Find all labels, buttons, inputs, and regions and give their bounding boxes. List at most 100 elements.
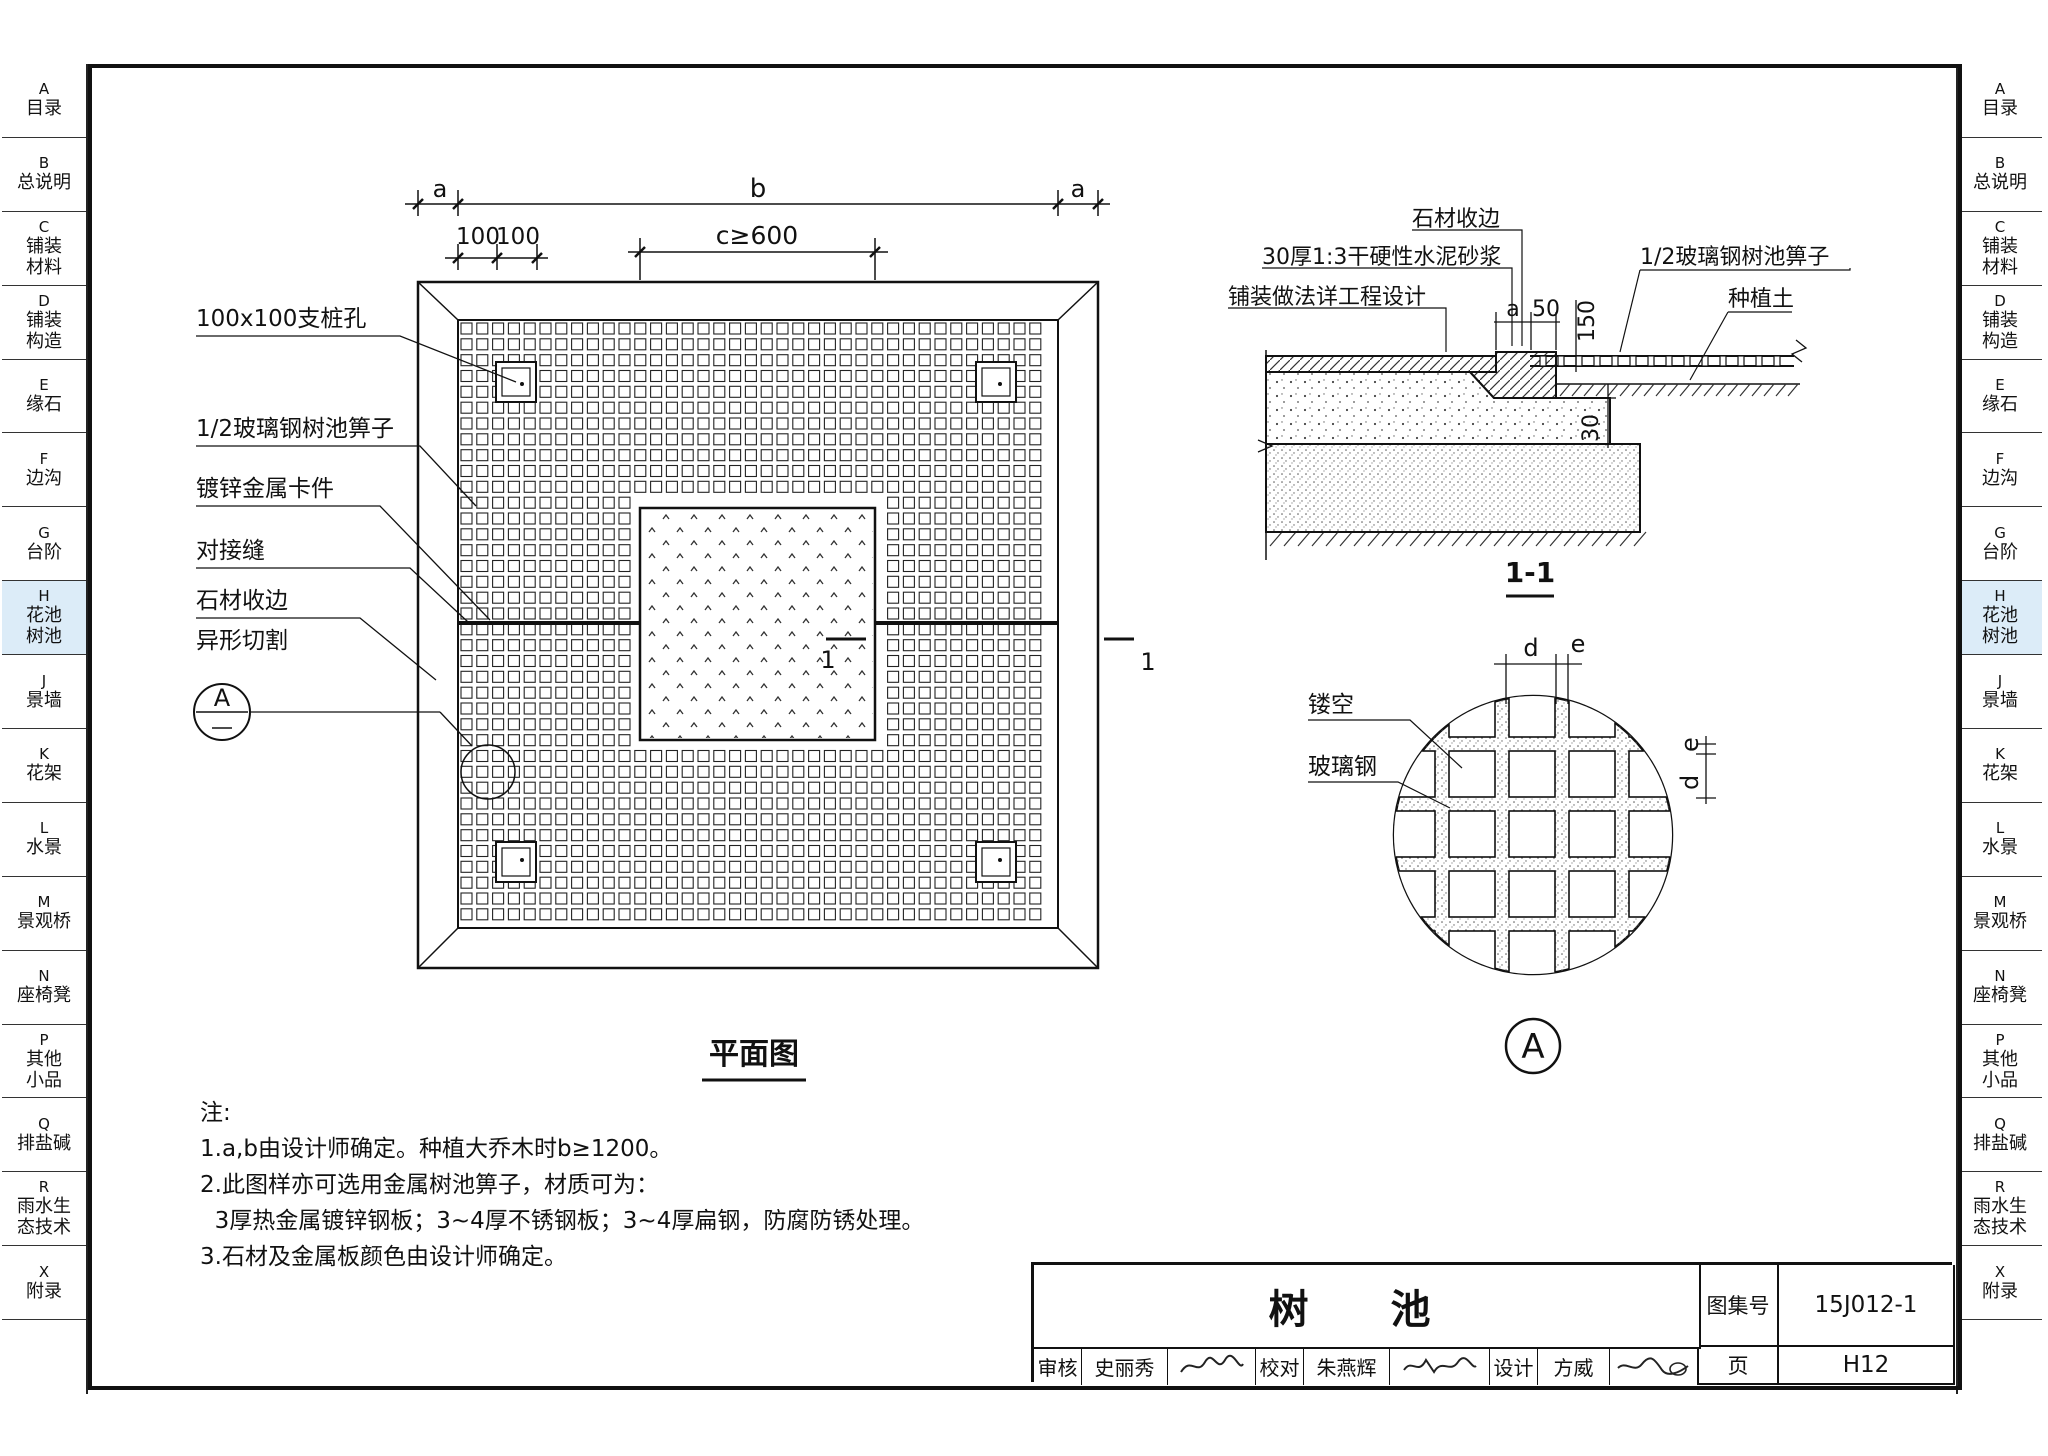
detail-callout-A[interactable]: A [193,683,516,800]
grate-cell [887,702,900,715]
designer-name: 方威 [1538,1347,1610,1385]
grate-cell [808,892,821,905]
grate-cell [934,781,947,794]
grate-cell [1013,702,1026,715]
concrete-layer [1265,371,1611,445]
grate-cell [887,354,900,367]
grate-cell [934,338,947,351]
grate-cell [539,702,552,715]
grate-cell [760,401,773,414]
grate-cell [823,765,836,778]
grate-cell [586,607,599,620]
grate-cell [981,480,994,493]
grate-cell [539,496,552,509]
grate-cell [871,908,884,921]
grate-cell [902,528,915,541]
grate-cell [918,354,931,367]
chapter-label: 目录 [26,98,62,120]
grate-cell [918,860,931,873]
grate-cell [650,781,663,794]
grate-cell [555,829,568,842]
grate-cell [792,433,805,446]
detail-dim-e-side: e [1676,737,1704,752]
detail-hole [1389,571,1435,617]
grate-cell [808,781,821,794]
grate-cell [618,686,631,699]
grate-cell [602,575,615,588]
grate-cell [902,829,915,842]
chapter-code: N [38,967,50,986]
grate-cell [966,654,979,668]
grate-cell [523,623,536,636]
grate-cell [539,734,552,747]
grate-cell [808,813,821,826]
grate-cell [460,686,473,699]
grate-cell [744,385,757,398]
grate-cell [997,623,1010,636]
label-grate: 1/2玻璃钢树池箅子 [196,416,394,442]
grate-cell [586,496,599,509]
grate-cell [1013,464,1026,478]
detail-hole [1508,750,1556,798]
grate-cell [586,322,599,335]
grate-cell [1029,892,1042,905]
section-label-paving: 铺装做法详工程设计 [1228,285,1426,310]
grate-cell [681,385,694,398]
grate-cell [1029,449,1042,462]
grate-cell [934,876,947,889]
grate-cell [571,876,584,889]
grate-cell [887,654,900,668]
grate-cell [776,338,789,351]
grate-cell [476,369,489,383]
grate-cell [539,670,552,683]
grate-cell [460,829,473,842]
hatch-stroke [1423,531,1437,547]
section-cut-mark[interactable]: 1 1 [820,637,1156,676]
grate-cell [997,591,1010,604]
note-line-1: 1.a,b由设计师确定。种植大乔木时b≥1200。 [200,1136,673,1162]
grate-cell [871,401,884,414]
grate-cell [586,749,599,763]
grate-cell [539,544,552,557]
grate-cell [492,433,505,446]
grate-cell [476,765,489,778]
note-line-2: 2.此图样亦可选用金属树池箅子，材质可为： [200,1172,659,1198]
hatch-stroke [1667,383,1679,397]
grate-cell [997,654,1010,668]
grate-cell [1013,591,1026,604]
